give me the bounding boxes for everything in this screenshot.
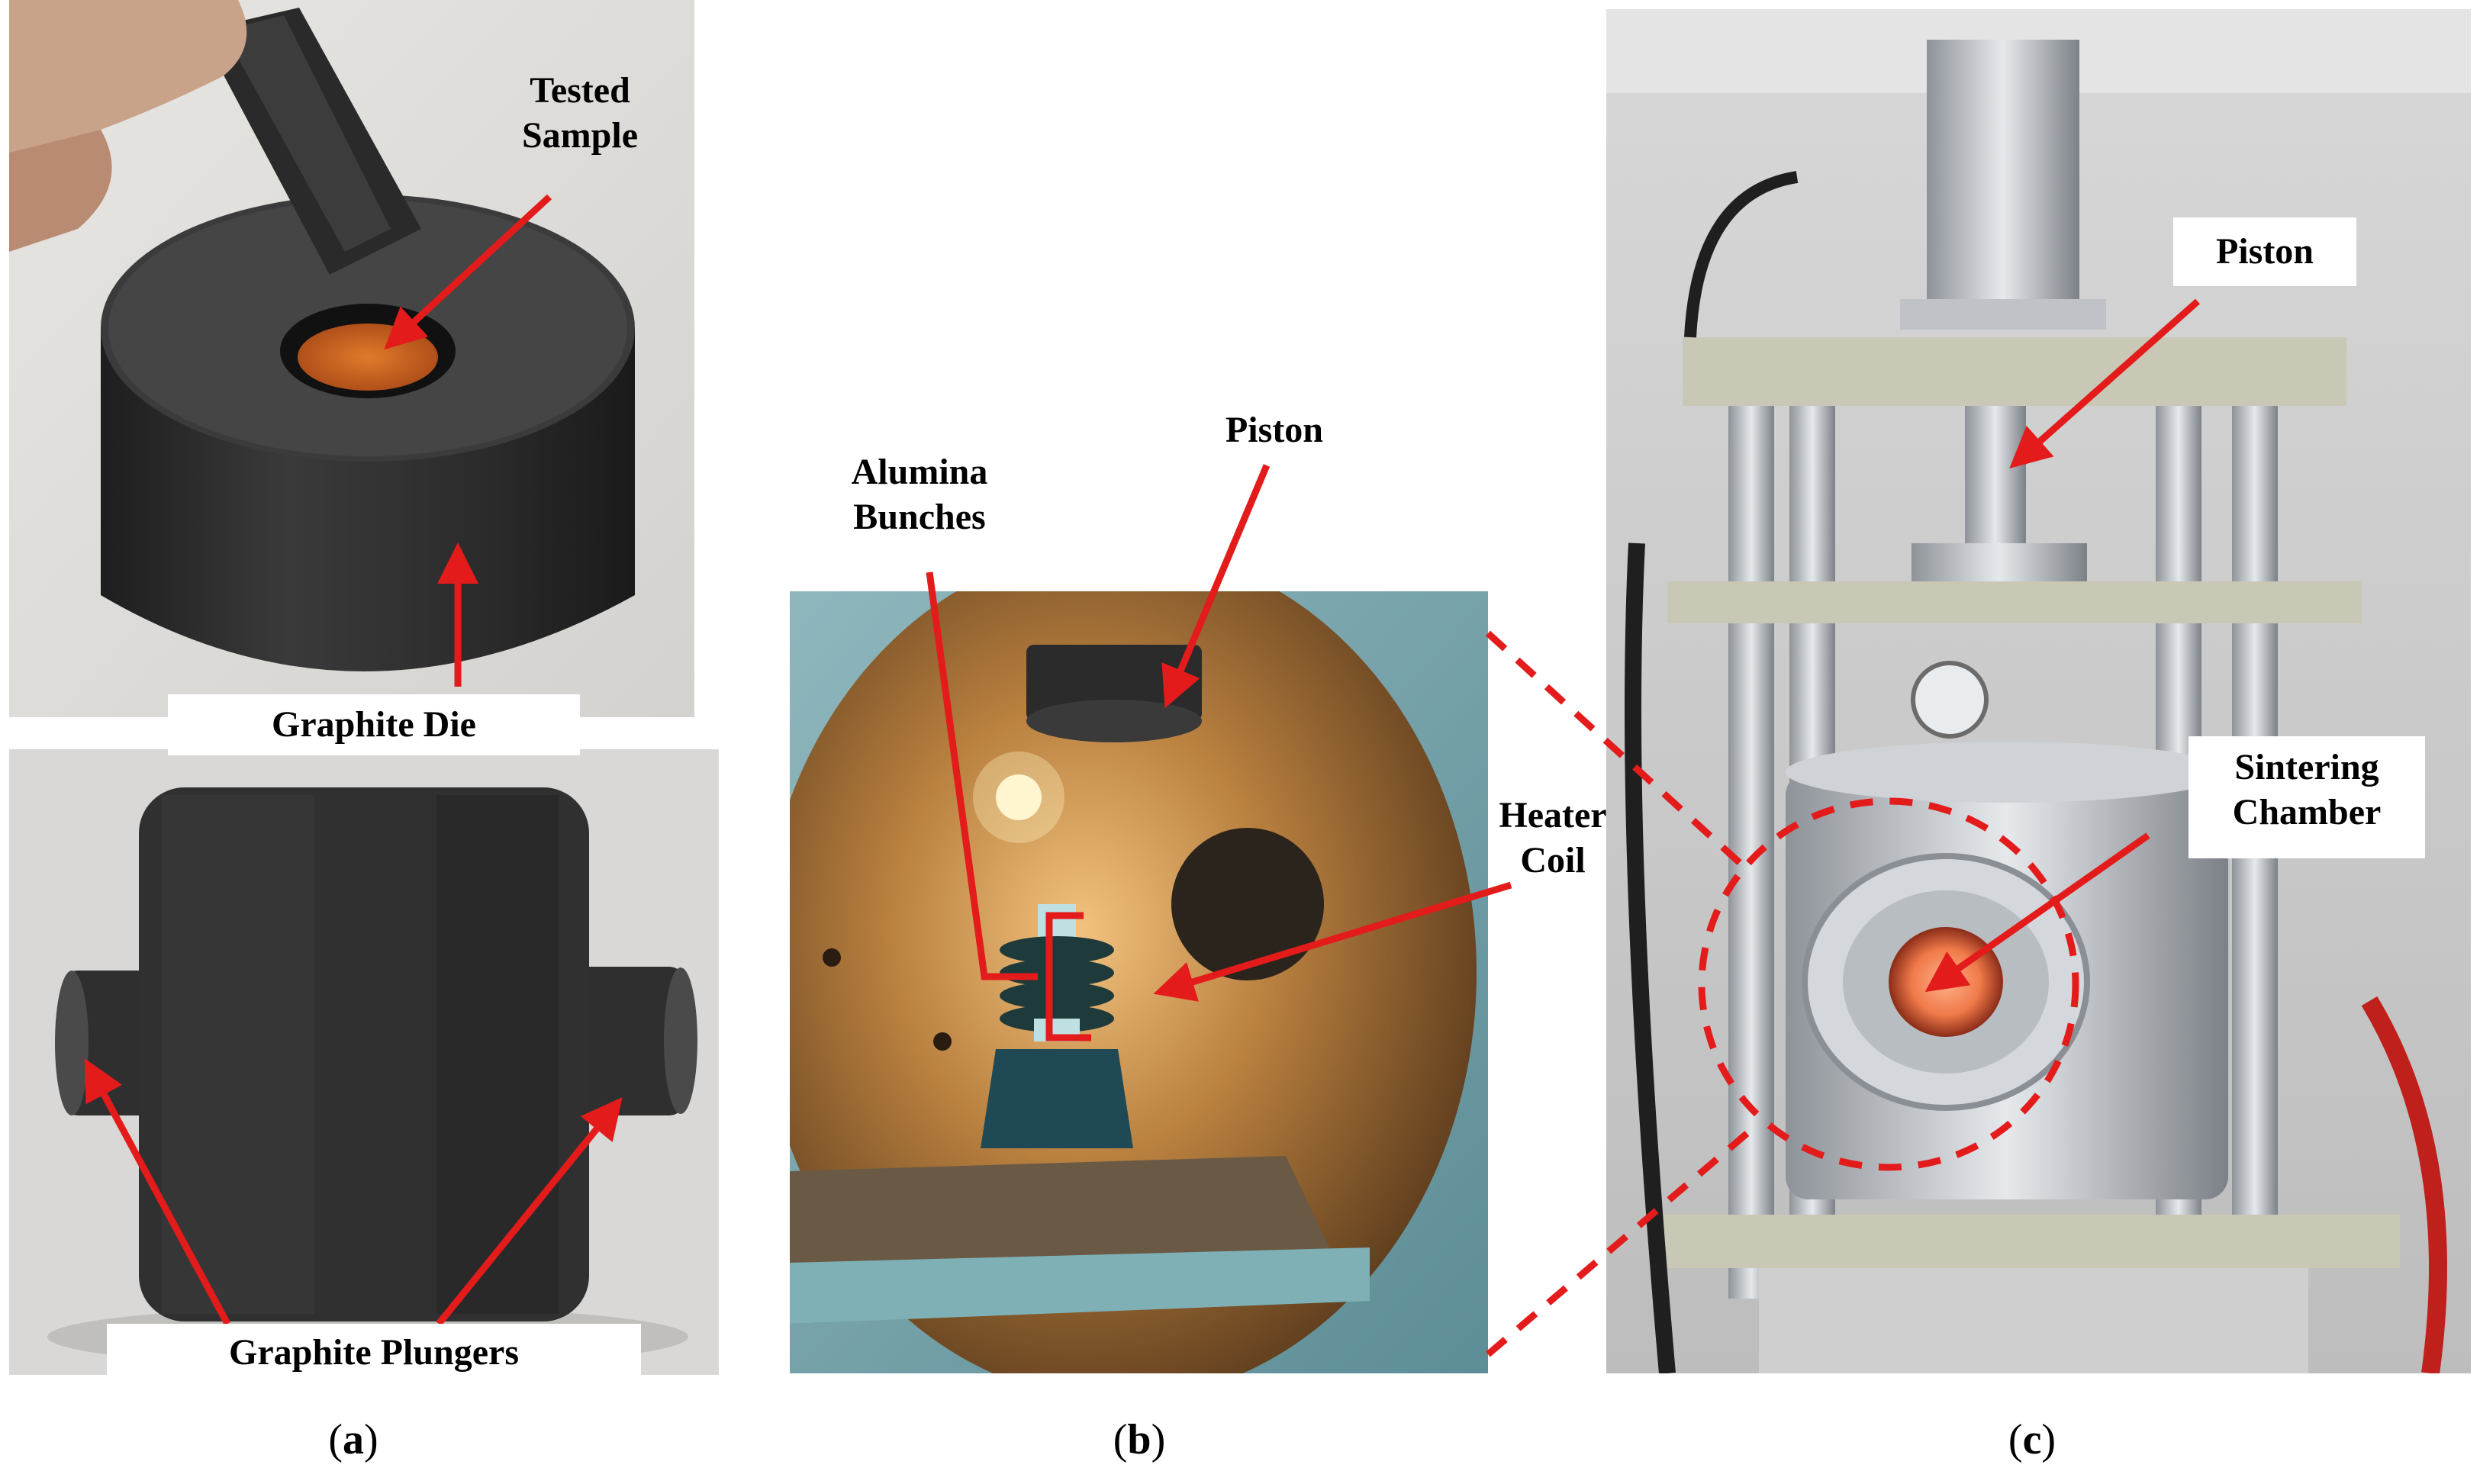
label-graphite-plungers: Graphite Plungers: [107, 1324, 641, 1381]
photo-sintering-machine: [1606, 9, 2471, 1373]
label-sintering-line2: Chamber: [2232, 791, 2382, 832]
caption-b-letter: b: [1127, 1416, 1151, 1463]
caption-b: (b): [1113, 1416, 1166, 1463]
label-heater-line1: Heater: [1499, 795, 1607, 835]
label-heater-coil: Heater Coil: [1477, 794, 1629, 883]
caption-c-letter: c: [2022, 1416, 2042, 1463]
label-tested-sample-line2: Sample: [521, 114, 638, 156]
label-tested-sample: Tested Sample: [496, 69, 664, 158]
photo-graphite-plungers: [9, 749, 719, 1375]
label-graphite-die-text: Graphite Die: [272, 704, 476, 745]
label-piston-b: Piston: [1190, 408, 1358, 453]
caption-a-letter: a: [343, 1416, 364, 1463]
label-alumina-line1: Alumina: [851, 452, 988, 492]
label-piston-b-text: Piston: [1225, 410, 1323, 450]
label-piston-c-text: Piston: [2215, 231, 2314, 272]
label-sintering-line1: Sintering: [2234, 747, 2379, 787]
label-tested-sample-line1: Tested: [530, 70, 630, 111]
caption-a: (a): [328, 1416, 378, 1463]
label-graphite-plungers-text: Graphite Plungers: [229, 1332, 519, 1373]
caption-c: (c): [2008, 1416, 2056, 1463]
label-alumina-line2: Bunches: [853, 496, 986, 537]
label-sintering-chamber: Sintering Chamber: [2189, 736, 2425, 858]
label-heater-line2: Coil: [1520, 839, 1586, 880]
label-piston-c: Piston: [2173, 217, 2356, 286]
label-alumina-bunches: Alumina Bunches: [820, 450, 1019, 539]
photo-chamber-interior: [790, 591, 1488, 1373]
label-graphite-die: Graphite Die: [168, 694, 580, 755]
